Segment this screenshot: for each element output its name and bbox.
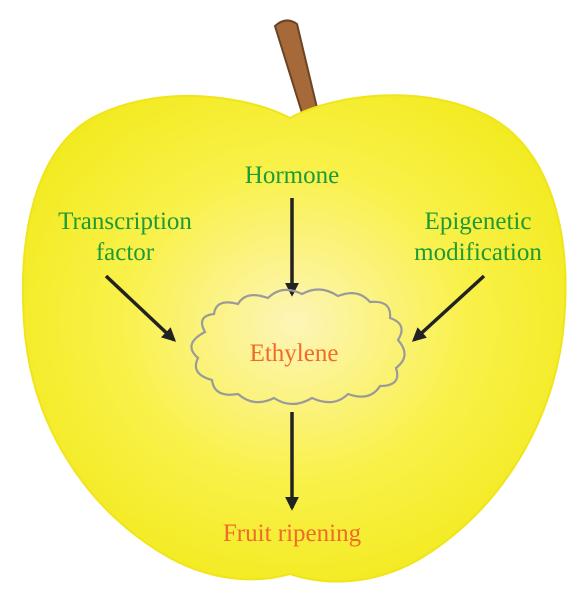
hormone-label: Hormone xyxy=(244,162,340,189)
epigenetic-modification-label: Epigenetic modification xyxy=(388,206,568,269)
fruit-ripening-label: Fruit ripening xyxy=(222,520,362,547)
ethylene-cloud xyxy=(190,288,406,406)
epigenetic-modification-label-line2: modification xyxy=(414,239,542,267)
transcription-factor-label-line1: Transcription xyxy=(58,208,192,235)
epigenetic-modification-label-line1: Epigenetic xyxy=(424,208,532,235)
apple-body xyxy=(21,94,567,583)
arrow-epigenetic-modification-to-ethylene xyxy=(411,274,486,342)
transcription-factor-label-line2: factor xyxy=(95,239,155,267)
arrow-transcription-factor-to-ethylene xyxy=(104,274,177,342)
transcription-factor-label: Transcription factor xyxy=(40,206,210,269)
ethylene-label: Ethylene xyxy=(249,340,339,367)
apple-stem xyxy=(273,19,320,118)
